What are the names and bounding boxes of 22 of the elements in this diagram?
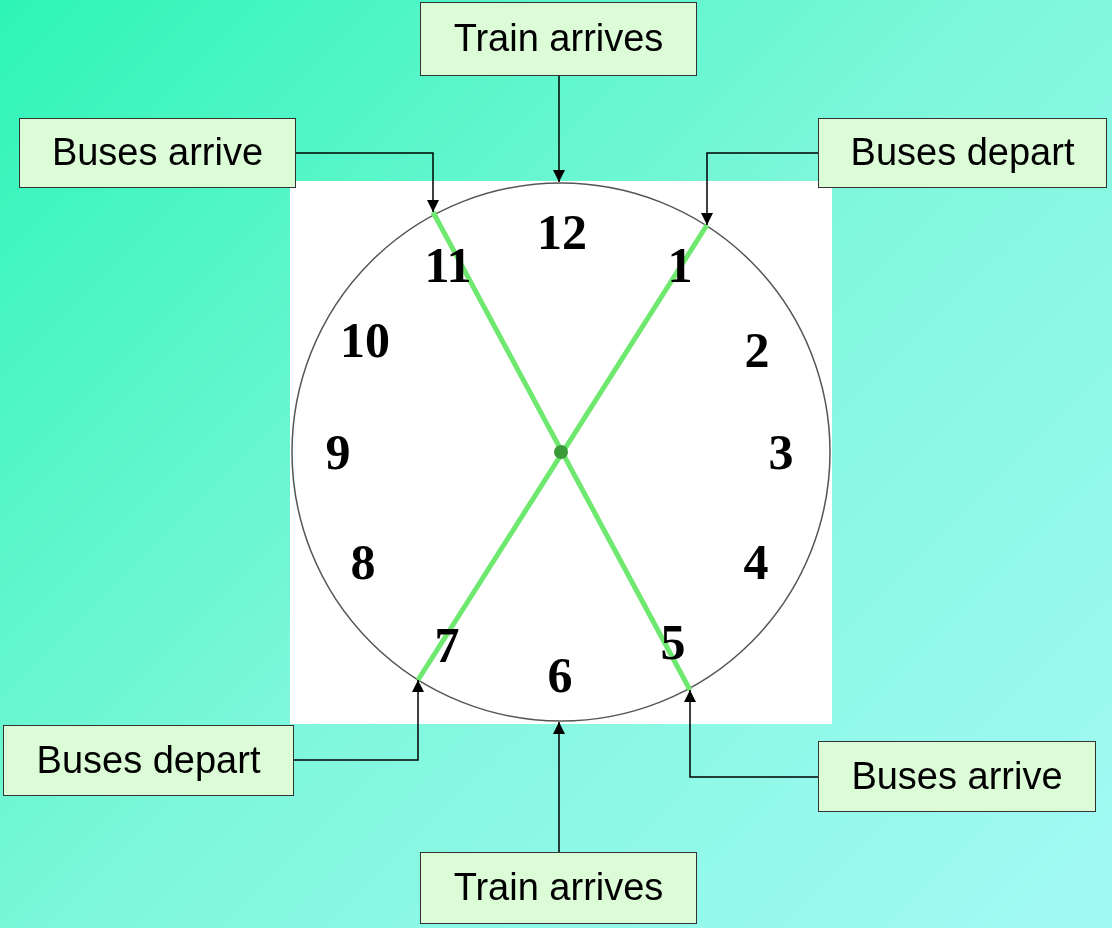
label-box: Buses depart <box>3 725 294 796</box>
label-box: Train arrives <box>420 852 697 924</box>
clock-number: 3 <box>768 427 794 477</box>
clock-number: 5 <box>660 617 686 667</box>
clock-number: 8 <box>350 537 376 587</box>
arrow <box>553 75 565 183</box>
clock-number: 4 <box>743 537 769 587</box>
arrow <box>553 721 565 853</box>
label-box: Buses depart <box>818 118 1107 188</box>
clock-number: 12 <box>537 207 587 257</box>
arrow <box>684 689 819 778</box>
label-box: Buses arrive <box>19 118 296 188</box>
clock-number: 7 <box>434 620 460 670</box>
label-box: Buses arrive <box>818 741 1096 812</box>
label-box: Train arrives <box>420 2 697 76</box>
arrow <box>293 679 424 761</box>
arrow <box>701 152 819 226</box>
clock-number: 10 <box>340 315 390 365</box>
clock-number: 6 <box>547 650 573 700</box>
clock-number: 2 <box>744 325 770 375</box>
clock-number: 9 <box>325 427 351 477</box>
arrow <box>295 152 439 213</box>
